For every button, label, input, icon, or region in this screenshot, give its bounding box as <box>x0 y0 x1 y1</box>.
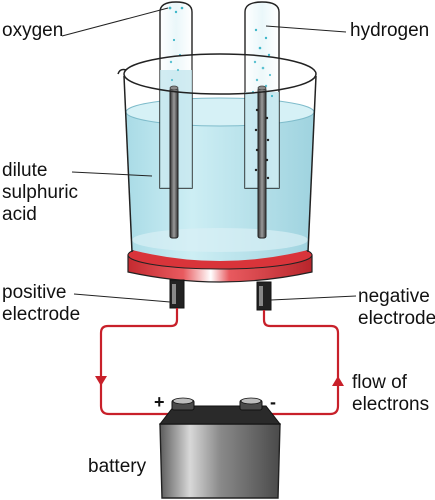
hydrogen-bubbles <box>251 28 274 98</box>
negative-electrode-label: negative electrode <box>358 286 435 330</box>
positive-label-line1: positive <box>2 282 67 303</box>
acid-label-line3: acid <box>2 204 37 225</box>
negative-terminal-connector <box>256 281 272 311</box>
battery <box>158 397 282 499</box>
minus-sign: - <box>270 392 276 412</box>
battery-label: battery <box>88 456 147 477</box>
negative-label-line1: negative <box>358 286 430 307</box>
oxygen-label: oxygen <box>2 20 64 41</box>
positive-terminal-connector <box>169 279 185 309</box>
circuit-wire <box>99 308 340 416</box>
right-arrow-icon <box>332 376 344 386</box>
beaker-glass <box>123 53 317 253</box>
positive-electrode-label: positive electrode <box>2 282 80 326</box>
left-arrow-icon <box>95 376 107 386</box>
oxygen-electrode-rod <box>169 85 179 239</box>
oxygen-bubbles <box>168 6 184 99</box>
flow-label-line1: flow of <box>352 372 407 393</box>
hydrogen-electrode-rod <box>254 85 270 239</box>
flow-label-line2: electrons <box>352 394 430 415</box>
acid-label: dilute sulphuric acid <box>2 160 78 226</box>
positive-label-line2: electrode <box>2 304 81 325</box>
liquid-surface <box>125 97 315 127</box>
label-pointer-lines <box>61 7 357 303</box>
hydrogen-label: hydrogen <box>350 20 430 41</box>
negative-label-line2: electrode <box>358 308 435 329</box>
plus-sign: + <box>154 392 165 412</box>
acid-label-line2: sulphuric <box>2 182 79 203</box>
flow-of-electrons-label: flow of electrons <box>352 372 429 416</box>
acid-label-line1: dilute <box>2 160 48 181</box>
